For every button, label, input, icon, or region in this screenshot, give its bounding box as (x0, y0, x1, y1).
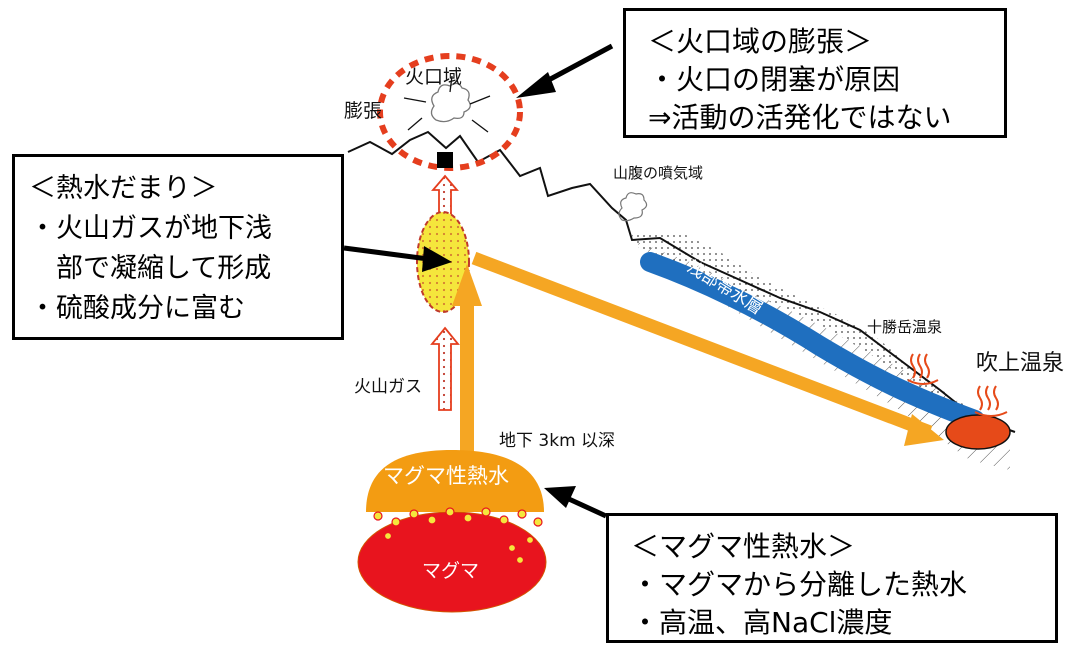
callout-title: ＜火口域の膨張＞ (648, 25, 873, 58)
label-volcanic-gas: 火山ガス (354, 377, 422, 397)
callout-hydrothermal-pool: ＜熱水だまり＞ ・火山ガスが地下浅 部で凝縮して形成 ・硫酸成分に富む (12, 154, 344, 340)
shallow-aquifer (640, 252, 985, 430)
orange-lateral-arrow (471, 251, 944, 446)
vent-square-icon (437, 152, 453, 168)
label-magmatic-hydrothermal: マグマ性熱水 (383, 464, 509, 488)
hot-spring-icon (974, 385, 1008, 417)
bubbles (373, 507, 543, 565)
pointer-arrow-crater (516, 43, 614, 98)
pointer-arrow-pool (343, 245, 452, 272)
callout-line: ・硫酸成分に富む (29, 293, 245, 324)
callout-title: ＜マグマ性熱水＞ (631, 530, 856, 563)
label-tokachi-onsen: 十勝岳温泉 (867, 318, 943, 336)
magmatic-hydrothermal-body (366, 450, 544, 512)
callout-crater-swelling: ＜火口域の膨張＞ ・火口の閉塞が原因 ⇒活動の活発化ではない (623, 8, 1007, 138)
callout-line: ・マグマから分離した熱水 (631, 568, 968, 601)
flank-steam-icon (618, 192, 648, 222)
callout-line: ・火山ガスが地下浅 (29, 213, 272, 244)
callout-magmatic-water: ＜マグマ性熱水＞ ・マグマから分離した熱水 ・高温、高NaCl濃度 (606, 513, 1058, 643)
orange-upward-arrow (452, 264, 482, 460)
label-flank-fumarole: 山腹の噴気域 (613, 164, 704, 182)
label-magma: マグマ (422, 560, 480, 582)
callout-line: 部で凝縮して形成 (29, 253, 272, 284)
swelling-arrows (403, 75, 491, 133)
label-fukiage-onsen: 吹上温泉 (976, 351, 1065, 376)
surface-deposit (630, 232, 975, 412)
hot-spring-icon (907, 353, 939, 385)
callout-line: ⇒活動の活発化ではない (648, 101, 952, 134)
label-swelling: 膨張 (344, 100, 383, 122)
callout-line: ・火口の閉塞が原因 (648, 63, 901, 96)
pointer-arrow-magma-water (544, 486, 608, 519)
mountain-profile (347, 130, 1016, 433)
label-depth: 地下 3km 以深 (499, 431, 616, 451)
fukiage-pool (945, 414, 1011, 450)
callout-line: ・高温、高NaCl濃度 (631, 606, 893, 639)
gas-arrow-lower (430, 326, 460, 411)
steam-plume-icon (430, 82, 471, 123)
callout-title: ＜熱水だまり＞ (29, 173, 218, 204)
label-crater-area: 火口域 (405, 66, 463, 88)
